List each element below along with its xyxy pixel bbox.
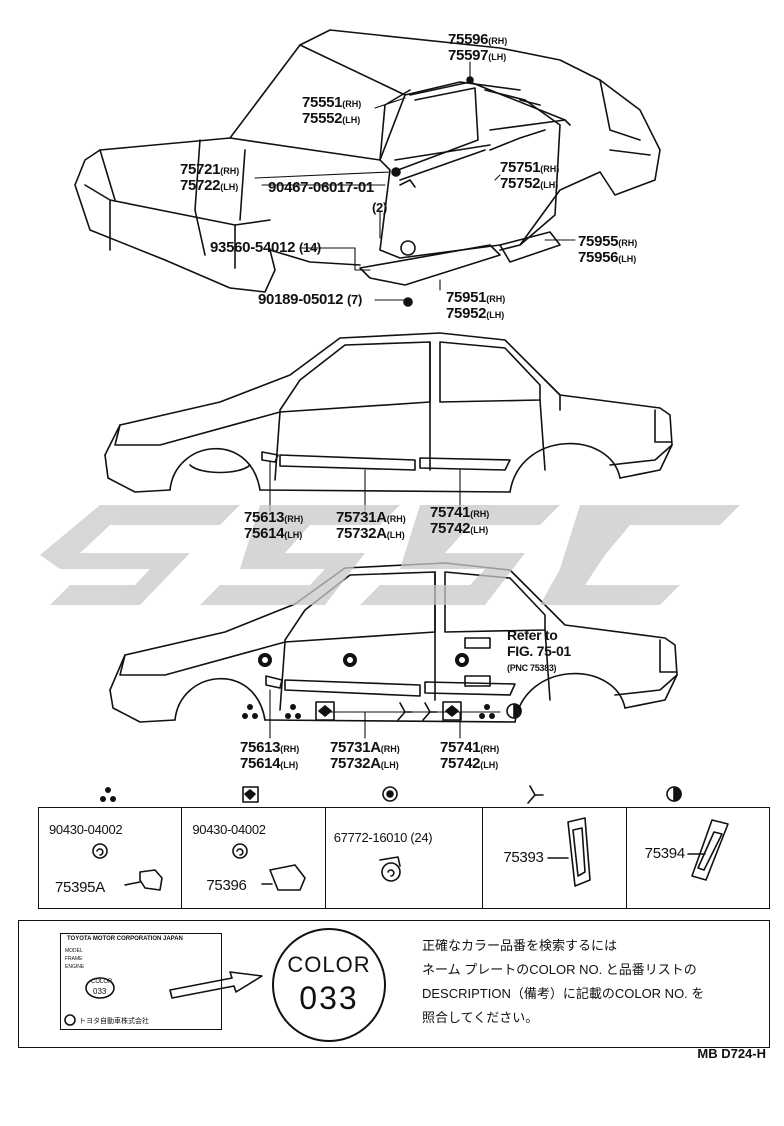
label-93560: 93560-54012 (14)	[210, 239, 321, 256]
arrow-shape	[169, 971, 263, 999]
plate-color-label: COLOR	[91, 979, 113, 985]
mid-label-75732a: 75732A(LH)	[336, 525, 405, 542]
label-75552: 75552(LH)	[302, 110, 361, 127]
top-leader-lines	[254, 61, 576, 301]
label-90467: 90467-06017-01	[268, 179, 374, 196]
color-code-circle: COLOR 033	[272, 928, 386, 1042]
low-label-75742: 75742(LH)	[440, 755, 499, 772]
label-75597: 75597(LH)	[448, 47, 507, 64]
legend-part-90430-a: 90430-04002	[49, 822, 123, 837]
label-75955: 75955(RH)	[578, 233, 638, 250]
legend-part-75394: 75394	[644, 845, 686, 862]
name-plate: TOYOTA MOTOR CORPORATION JAPAN MODEL FRA…	[60, 933, 222, 1030]
legend-part-75396: 75396	[206, 877, 247, 894]
label-90467-qty: (2)	[372, 200, 387, 215]
legend-header-symbols	[100, 785, 682, 804]
top-car-drawing	[74, 29, 661, 293]
lower-leader-lines	[269, 689, 501, 739]
note-line-2: ネーム プレートのCOLOR NO. と品番リストの	[422, 962, 697, 977]
low-label-75732a: 75732A(LH)	[330, 755, 399, 772]
legend-part-75393: 75393	[503, 849, 544, 866]
plate-color-no: 033	[93, 987, 107, 996]
refer-line-2: FIG. 75-01	[507, 643, 571, 659]
s-clip-symbol	[400, 240, 416, 256]
low-label-75613: 75613(RH)	[240, 739, 300, 756]
refer-line-3: (PNC 75383)	[507, 663, 557, 673]
plate-color-oval	[85, 977, 115, 999]
mid-label-75742: 75742(LH)	[430, 520, 489, 537]
legend-cell-clip-b: 90430-04002 75396	[182, 808, 326, 908]
label-75722: 75722(LH)	[180, 177, 239, 194]
color-note-box	[18, 920, 770, 1048]
legend-part-75395a: 75395A	[55, 879, 105, 896]
low-label-75731a: 75731A(RH)	[330, 739, 400, 756]
mid-label-75731a: 75731A(RH)	[336, 509, 406, 526]
label-75721: 75721(RH)	[180, 161, 240, 178]
color-word: COLOR	[287, 952, 371, 977]
mid-label-75613: 75613(RH)	[244, 509, 304, 526]
legend-cell-75393: 75393	[483, 808, 627, 908]
legend-cell-clip-a: 90430-04002 75395A	[39, 808, 183, 908]
screw-symbol	[399, 179, 416, 188]
mid-label-75614: 75614(LH)	[244, 525, 303, 542]
watermark-logo	[40, 505, 740, 605]
grommet-symbols	[258, 653, 469, 667]
mid-label-75741: 75741(RH)	[430, 504, 490, 521]
label-75596: 75596(RH)	[448, 31, 508, 48]
diagram-code: MB D724-H	[697, 1046, 766, 1061]
legend-cell-75394: 75394	[627, 808, 769, 908]
low-label-75614: 75614(LH)	[240, 755, 299, 772]
note-line-1: 正確なカラー品番を検索するには	[422, 938, 618, 953]
label-75751: 75751(RH)	[500, 159, 560, 176]
clip-symbols-row	[242, 701, 522, 721]
lower-car-drawing	[109, 562, 678, 723]
label-75951: 75951(RH)	[446, 289, 506, 306]
legend-part-90430-b: 90430-04002	[192, 822, 266, 837]
plate-model: MODEL	[65, 948, 83, 954]
legend-cell-art	[92, 817, 729, 891]
label-75752: 75752(LH)	[500, 175, 559, 192]
plate-engine: ENGINE	[65, 964, 85, 970]
note-line-4: 照合してください。	[422, 1010, 539, 1025]
note-line-3: DESCRIPTION（備考）に記載のCOLOR NO. を	[422, 986, 705, 1001]
fastener-legend-table: 90430-04002 75395A 90430-04002 75396 677…	[38, 807, 770, 909]
label-75952: 75952(LH)	[446, 305, 505, 322]
legend-cell-grommet: 67772-16010 (24)	[326, 808, 484, 908]
low-label-75741: 75741(RH)	[440, 739, 500, 756]
nut-symbol	[403, 297, 413, 307]
label-90189: 90189-05012 (7)	[258, 291, 362, 308]
plate-footer: トヨタ自動車株式会社	[79, 1018, 149, 1025]
legend-part-67772: 67772-16010 (24)	[333, 830, 433, 845]
refer-line-1: Refer to	[507, 627, 558, 643]
label-75956: 75956(LH)	[578, 249, 637, 266]
color-number: 033	[299, 980, 359, 1016]
middle-car-drawing	[104, 332, 673, 493]
label-75551: 75551(RH)	[302, 94, 362, 111]
plate-frame: FRAME	[65, 956, 83, 962]
plate-title: TOYOTA MOTOR CORPORATION JAPAN	[67, 936, 183, 942]
